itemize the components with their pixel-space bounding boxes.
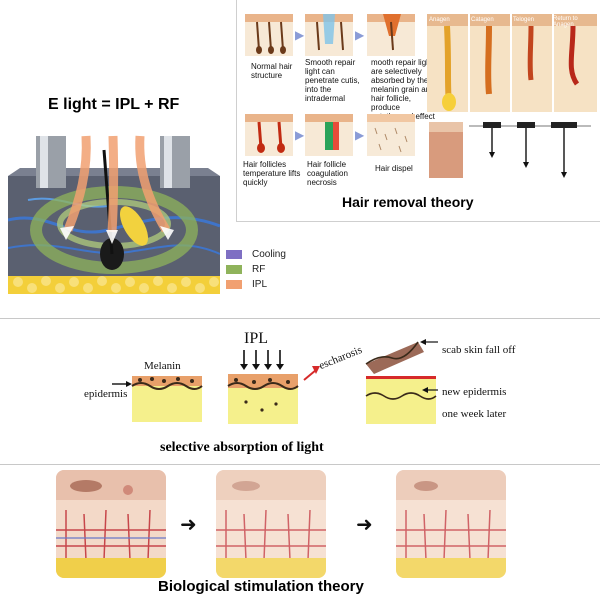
melanin-label: Melanin <box>144 360 181 372</box>
legend-label-cooling: Cooling <box>252 249 286 260</box>
step-arrow-icon: ▶ <box>355 128 365 142</box>
step-caption: Hair follicle coagulation necrosis <box>307 160 348 187</box>
phase-label: Catagen <box>471 17 494 23</box>
phase-label: Return to Anagen <box>553 16 578 28</box>
transition-arrow-icon: ➜ <box>356 512 373 536</box>
legend-swatch-rf <box>226 265 242 274</box>
section-divider <box>0 318 600 319</box>
legend-label-ipl: IPL <box>252 279 268 290</box>
step-caption: Normal hair structure <box>251 62 293 80</box>
step-caption: Hair dispel <box>375 164 413 173</box>
elight-diagram <box>8 135 220 294</box>
skin-cross-section-after <box>396 470 506 578</box>
elight-title: E light = IPL + RF <box>48 96 180 113</box>
hair-removal-title: Hair removal theory <box>342 194 474 210</box>
skin-cross-section-before <box>56 470 166 578</box>
scab-label: scab skin fall off <box>442 344 516 356</box>
phase-label: Telogen <box>513 17 535 23</box>
step-caption: Hair follicles temperature lifts quickly <box>243 160 301 187</box>
section-divider <box>0 464 600 465</box>
legend-swatch-ipl <box>226 280 242 289</box>
ipl-label: IPL <box>244 330 268 347</box>
phase-label: Anagen <box>429 17 450 23</box>
penetration-depth-chart <box>429 122 591 178</box>
epidermis-label: epidermis <box>84 388 128 400</box>
selective-absorption-diagram <box>112 339 438 424</box>
step-image-normal-hair <box>245 14 293 56</box>
step-arrow-icon: ▶ <box>355 28 365 42</box>
week-later-label: one week later <box>442 408 507 420</box>
step-image-penetrate <box>305 14 353 56</box>
legend-item-ipl: IPL <box>226 279 267 290</box>
new-epidermis-label: new epidermis <box>442 386 507 398</box>
legend-label-rf: RF <box>252 264 266 275</box>
hair-removal-panel: ▶ ▶ Normal hair structure Smooth repair … <box>236 0 600 222</box>
step-image-temperature <box>245 114 293 156</box>
legend-swatch-cooling <box>226 250 242 259</box>
legend-item-cooling: Cooling <box>226 249 286 260</box>
biological-stimulation-title: Biological stimulation theory <box>158 578 364 595</box>
skin-cross-section-during <box>216 470 326 578</box>
step-image-dispel <box>367 114 415 156</box>
step-image-absorb <box>367 14 415 56</box>
hair-phase-strip <box>427 14 597 112</box>
selective-absorption-title: selective absorption of light <box>160 440 324 455</box>
transition-arrow-icon: ➜ <box>180 512 197 536</box>
step-caption: Smooth repair light can penetrate cutis,… <box>305 58 360 103</box>
step-image-necrosis <box>305 114 353 156</box>
legend-item-rf: RF <box>226 264 265 275</box>
step-arrow-icon: ▶ <box>295 128 305 142</box>
step-arrow-icon: ▶ <box>295 28 305 42</box>
